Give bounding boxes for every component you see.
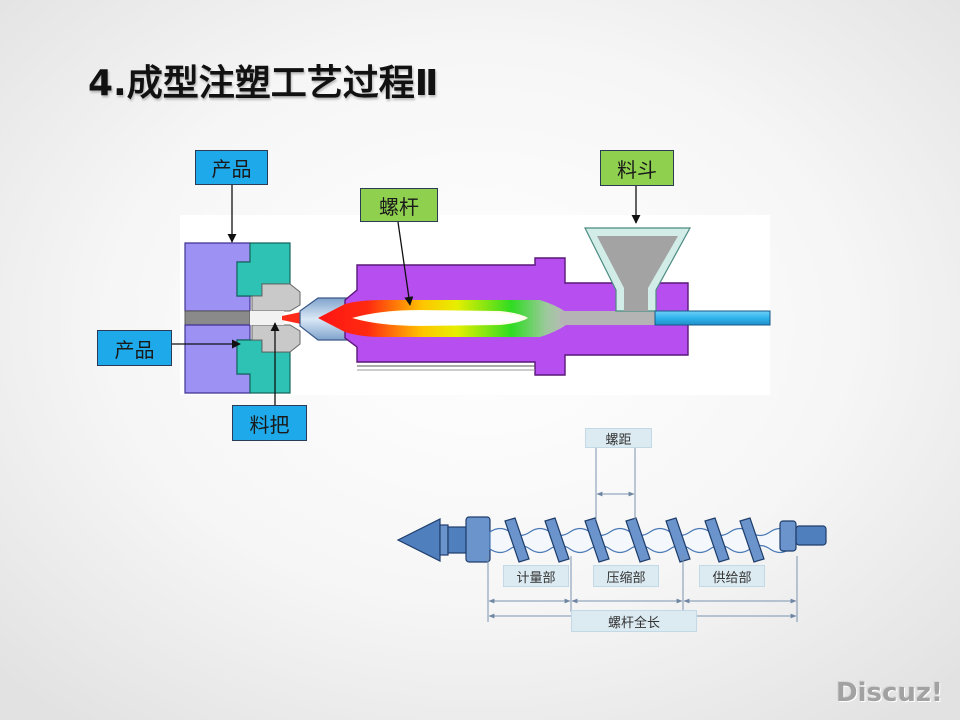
screw-flight (665, 517, 691, 563)
screw-end-shank (795, 525, 827, 546)
screw-collar (465, 516, 491, 563)
label-product-left: 产品 (97, 330, 172, 366)
sprue-melt (282, 312, 301, 324)
screw-drawing (396, 516, 827, 563)
screw-flight (704, 517, 730, 563)
label-feed: 供给部 (699, 565, 765, 587)
mold-cavity (250, 283, 301, 353)
label-total-length: 螺杆全长 (571, 610, 697, 632)
parting-strip (184, 310, 251, 326)
screw-end-block (779, 520, 797, 552)
label-screw: 螺杆 (360, 188, 438, 222)
slide-title: 4.成型注塑工艺过程Ⅱ (88, 63, 439, 104)
label-pitch: 螺距 (585, 428, 652, 448)
screw-flight (739, 517, 765, 563)
pitch-dimension (595, 448, 636, 520)
label-metering: 计量部 (503, 565, 569, 587)
label-hopper: 料斗 (600, 150, 674, 186)
screw-flight (584, 517, 610, 563)
screw-flight (625, 517, 651, 563)
screw-flight (544, 517, 570, 563)
label-product-top: 产品 (195, 150, 268, 185)
screw-melt (318, 300, 656, 337)
screw-shaft (560, 311, 656, 325)
watermark-logo: Discuz! (836, 678, 943, 708)
arrow-screw (397, 221, 414, 306)
screw-tip (396, 518, 441, 562)
injection-rod (654, 310, 771, 326)
label-sprue: 料把 (232, 405, 307, 441)
screw-flight (504, 517, 530, 563)
label-compression: 压缩部 (593, 565, 659, 587)
